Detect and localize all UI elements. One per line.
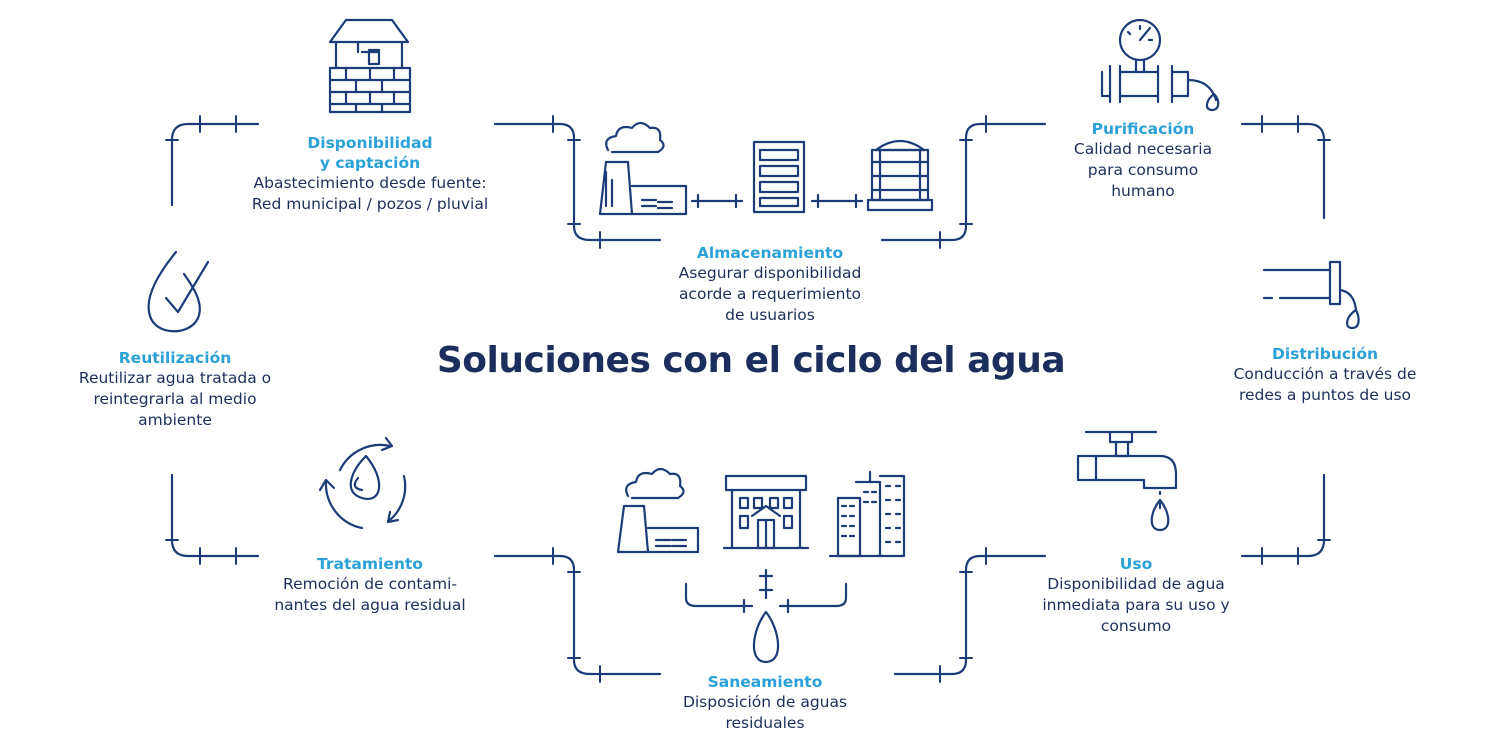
sanitation-buildings-icon	[616, 467, 906, 664]
stage-description: consumo	[1100, 617, 1172, 635]
stage-title: Reutilización	[118, 349, 232, 367]
stage-description: Calidad necesaria	[1073, 140, 1213, 158]
pipe-joints	[165, 115, 237, 141]
stage-saneamiento: Saneamiento Disposición de aguas residua…	[650, 672, 880, 734]
water-well-icon	[328, 18, 412, 114]
stage-description: inmediata para su uso y	[1042, 596, 1230, 614]
pipe-bottom-center-right	[893, 554, 1047, 676]
stage-description: Abastecimiento desde fuente:	[253, 174, 487, 192]
stage-disponibilidad: Disponibilidad y captación Abastecimient…	[225, 133, 515, 215]
stage-title: Disponibilidad	[307, 134, 433, 152]
stage-title: Uso	[1119, 555, 1153, 573]
stage-tratamiento: Tratamiento Remoción de contami- nantes …	[250, 554, 490, 616]
stage-title: Saneamiento	[707, 673, 823, 691]
pipe-connectors	[165, 115, 1331, 683]
stage-description: reintegrarla al medio	[93, 390, 257, 408]
stage-description: para consumo	[1087, 161, 1199, 179]
stage-title: Distribución	[1271, 345, 1379, 363]
stage-title: y captación	[319, 154, 421, 172]
stage-description: Reutilizar agua tratada o	[78, 369, 272, 387]
pipe-top-left-2	[493, 122, 662, 242]
stage-description: Remoción de contami-	[283, 575, 457, 593]
stage-purificacion: Purificación Calidad necesaria para cons…	[1028, 119, 1258, 202]
pipe-bottom-center-left	[493, 554, 662, 676]
stage-description: redes a puntos de uso	[1238, 386, 1412, 404]
stage-distribucion: Distribución Conducción a través de rede…	[1205, 344, 1445, 406]
stage-reutilizacion: Reutilización Reutilizar agua tratada o …	[55, 348, 295, 431]
pressure-gauge-pipe-icon	[1100, 18, 1220, 112]
stage-description: Conducción a través de	[1233, 365, 1417, 383]
stage-description: Disposición de aguas	[682, 693, 848, 711]
stage-description: ambiente	[138, 411, 212, 429]
pipe-bottom-right	[1240, 473, 1326, 558]
stage-almacenamiento: Almacenamiento Asegurar disponibilidad a…	[620, 243, 920, 326]
recycle-drop-icon	[318, 436, 407, 530]
stage-title: Tratamiento	[317, 555, 423, 573]
stage-description: Asegurar disponibilidad	[678, 264, 862, 282]
stage-title: Purificación	[1091, 120, 1195, 138]
stage-title: Almacenamiento	[696, 244, 844, 262]
diagram-title: Soluciones con el ciclo del agua	[436, 340, 1066, 381]
drop-check-icon	[147, 250, 210, 333]
faucet-drop-icon	[1076, 430, 1178, 532]
stage-description: Disponibilidad de agua	[1047, 575, 1225, 593]
stage-description: acorde a requerimiento	[678, 285, 862, 303]
pipe-top-center-right	[880, 122, 1047, 242]
stage-description: residuales	[725, 714, 805, 732]
pipe-outlet-drop-icon	[1262, 260, 1360, 330]
stage-description: humano	[1111, 182, 1175, 200]
stage-description: nantes del agua residual	[274, 596, 466, 614]
pipe-bottom-left	[170, 473, 260, 558]
stage-description: de usuarios	[725, 306, 815, 324]
stage-uso: Uso Disponibilidad de agua inmediata par…	[1016, 554, 1256, 637]
stage-description: Red municipal / pozos / pluvial	[251, 195, 489, 213]
storage-chain-icon	[598, 121, 934, 216]
